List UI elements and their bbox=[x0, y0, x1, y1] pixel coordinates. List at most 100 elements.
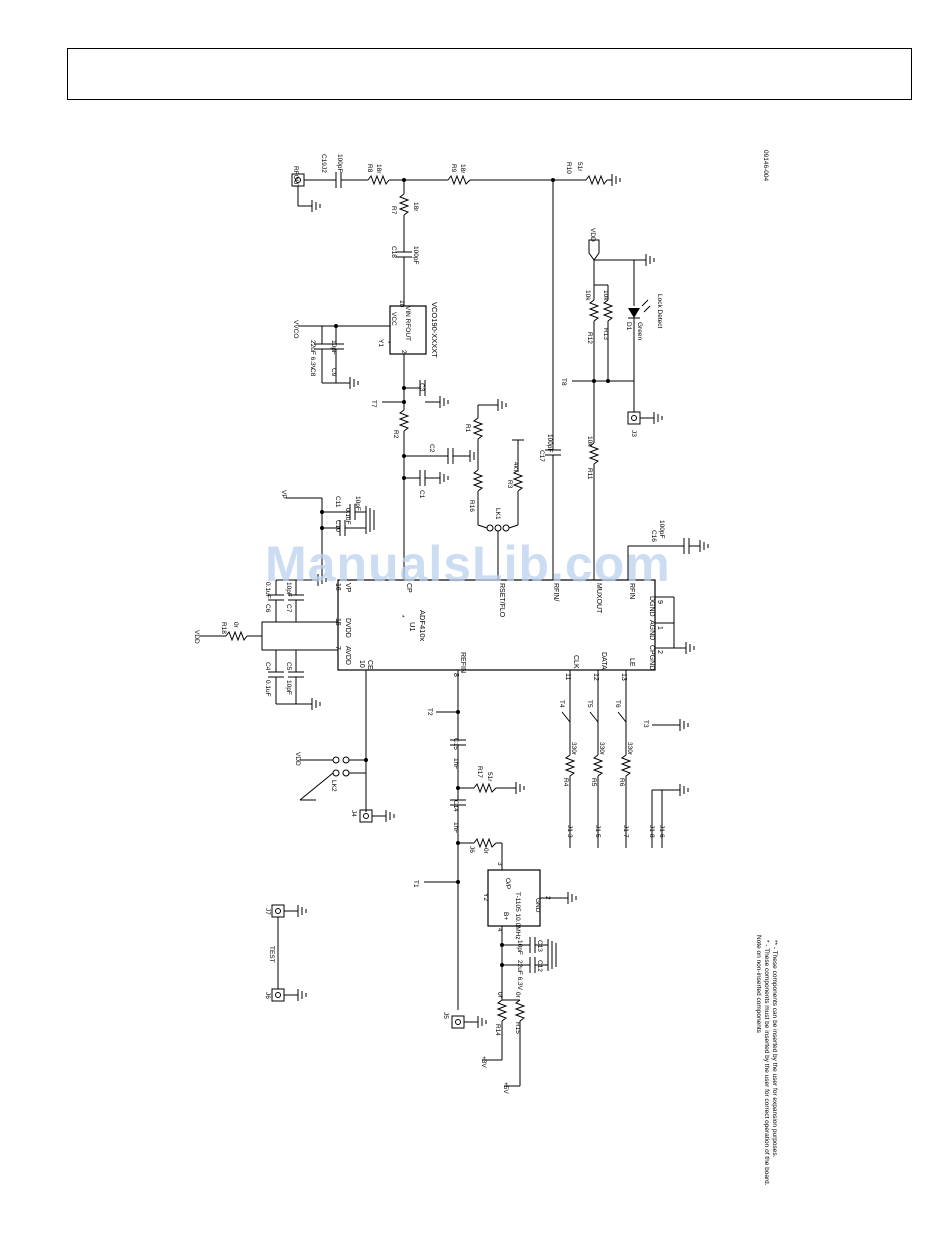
pin-num: 8 bbox=[452, 673, 459, 677]
cap-c9-value: 10pF bbox=[330, 340, 337, 355]
res-r11-value: 10k bbox=[586, 436, 593, 447]
osc-part: T-1105 10.0MHz bbox=[514, 892, 521, 940]
vco-pin-vcc: VCC bbox=[390, 312, 397, 326]
pin-num: 16 bbox=[334, 583, 341, 591]
notes-title: Note on non-inserted components bbox=[755, 935, 762, 1034]
pin-name: LE bbox=[628, 658, 635, 667]
vco-ref: Y1 bbox=[377, 339, 384, 347]
pin-name: DGND bbox=[648, 596, 655, 617]
res-r5-value: 330r bbox=[598, 742, 605, 756]
cap-c11-value: 10pF bbox=[354, 496, 361, 511]
cap-c5-ref: C5 bbox=[285, 662, 292, 671]
net-vdd-2: VDD bbox=[193, 630, 200, 644]
net-vp: VP bbox=[280, 490, 287, 499]
tp-t3: T3 bbox=[642, 720, 649, 728]
res-r4-ref: R4 bbox=[562, 778, 569, 787]
res-r9-ref: R9 bbox=[450, 164, 457, 173]
conn-j7: J7 bbox=[264, 908, 271, 915]
res-r16-ref: R16 bbox=[468, 500, 475, 512]
pin-name: RSET/FLO bbox=[498, 583, 505, 618]
res-r6-ref: R6 bbox=[618, 778, 625, 787]
osc-pin-op: O/P bbox=[504, 878, 511, 889]
notes-line-2: ** - These components can be inserted by… bbox=[771, 940, 778, 1158]
res-r10-value: 51r bbox=[576, 162, 583, 172]
ic-u1: * U1 ADF410x 16 VP CP RSET/FLO RFIN/ MUX… bbox=[334, 579, 663, 681]
net-vvco: VVCO bbox=[292, 320, 299, 338]
cap-c8-ref: C8 bbox=[309, 368, 316, 377]
net-plus3v: +3V bbox=[480, 1056, 487, 1068]
res-j6-ref: J6 bbox=[468, 846, 475, 853]
tp-t7: T7 bbox=[370, 400, 377, 408]
tp-t8: T8 bbox=[560, 378, 567, 386]
cap-c15-ref: C15 bbox=[452, 738, 459, 750]
rset-network: R1 R16 R3 4k7 LK1 bbox=[464, 399, 524, 580]
cap-c3-ref: C3 bbox=[418, 383, 425, 392]
osc-pin-gnd: GND bbox=[534, 898, 541, 913]
cap-c9-ref: C9 bbox=[330, 368, 337, 377]
vco-pin-2: 2 bbox=[400, 350, 407, 354]
res-r18-ref: R18 bbox=[220, 622, 227, 634]
cap-c6-ref: C6 bbox=[264, 604, 271, 613]
res-r3-value: 4k7 bbox=[512, 462, 519, 473]
res-r12-value: 10k bbox=[584, 290, 591, 301]
res-r12-ref: R12 bbox=[586, 332, 593, 344]
pin-name: CE bbox=[366, 660, 373, 670]
chip-mark: * bbox=[398, 615, 405, 618]
res-j6-value: 0r bbox=[482, 848, 489, 855]
pin-name: REFIN bbox=[459, 652, 466, 673]
cap-c15-value: 1nF bbox=[452, 758, 459, 769]
res-r14-ref: R14 bbox=[494, 1024, 501, 1036]
res-r7-value: 18r bbox=[412, 202, 419, 212]
res-r10-ref: R10 bbox=[565, 162, 572, 174]
res-r14-value: 0r bbox=[496, 992, 503, 999]
cap-c18-ref: C18 bbox=[390, 246, 397, 258]
tp-t5: T5 bbox=[586, 700, 593, 708]
cap-c4-ref: C4 bbox=[264, 662, 271, 671]
cap-c17-ref: C17 bbox=[538, 450, 545, 462]
res-r17-value: 51r bbox=[486, 772, 493, 782]
cap-c16-ref: C16 bbox=[650, 530, 657, 542]
res-r3-ref: R3 bbox=[506, 480, 513, 489]
osc-pin-b: B+ bbox=[502, 912, 509, 920]
pin-name: DATA bbox=[600, 652, 607, 670]
conn-j1-3: J1-3 bbox=[566, 825, 573, 838]
pin-name: CP bbox=[405, 583, 412, 593]
pin-name: VP bbox=[344, 583, 351, 593]
cap-c17-value: 100pF bbox=[546, 434, 553, 452]
drawing-number: 09146-004 bbox=[762, 150, 769, 181]
res-r15-ref: R15 bbox=[514, 1022, 521, 1034]
cap-c12-ref: C12 bbox=[536, 960, 543, 972]
conn-j4: J4 bbox=[350, 810, 357, 817]
conn-j2: J2 bbox=[320, 166, 327, 173]
cap-c14-ref: C14 bbox=[452, 800, 459, 812]
res-r8-ref: R8 bbox=[366, 164, 373, 173]
cap-c19-ref: C19 bbox=[320, 154, 327, 166]
pin-num: 12 bbox=[592, 673, 599, 681]
net-vdd-3: VDD bbox=[294, 752, 301, 766]
ce-network: VDD LK2 J4 bbox=[294, 670, 395, 823]
cap-c2-ref: C2 bbox=[428, 444, 435, 453]
conn-j3: J3 bbox=[630, 430, 637, 437]
net-test: TEST bbox=[268, 946, 275, 963]
res-r11-ref: R11 bbox=[586, 468, 593, 480]
test-connectors: J7 TEST J6 bbox=[264, 904, 307, 1002]
res-r13-ref: R13 bbox=[602, 328, 609, 340]
res-r1-ref: R1 bbox=[464, 424, 471, 433]
conn-j1-6: J1-6 bbox=[658, 825, 665, 838]
conn-lk1: LK1 bbox=[494, 508, 501, 520]
pin-name: AVDD bbox=[344, 646, 351, 665]
res-r13-value: 10k bbox=[602, 290, 609, 301]
pin-num: 2 bbox=[656, 650, 663, 654]
conn-j6: J6 bbox=[264, 992, 271, 999]
cap-c12-value: 22uF 6.3V bbox=[516, 960, 523, 991]
cap-c8-value: 22uF 6.3V bbox=[309, 340, 316, 371]
cap-c4-value: 0.1uF bbox=[264, 680, 271, 697]
cap-c13-value: 10pF bbox=[516, 940, 523, 955]
spi-lines: T4 T5 T6 R4 330r R5 330r R6 330r J1-3 J1… bbox=[558, 670, 689, 848]
osc-pin-3: 3 bbox=[496, 862, 503, 866]
pin-num: 9 bbox=[656, 600, 663, 604]
net-vdd: VDD bbox=[589, 228, 596, 242]
pin-name: MUXOUT bbox=[595, 583, 602, 614]
cap-c10-ref: C10 bbox=[334, 520, 341, 532]
